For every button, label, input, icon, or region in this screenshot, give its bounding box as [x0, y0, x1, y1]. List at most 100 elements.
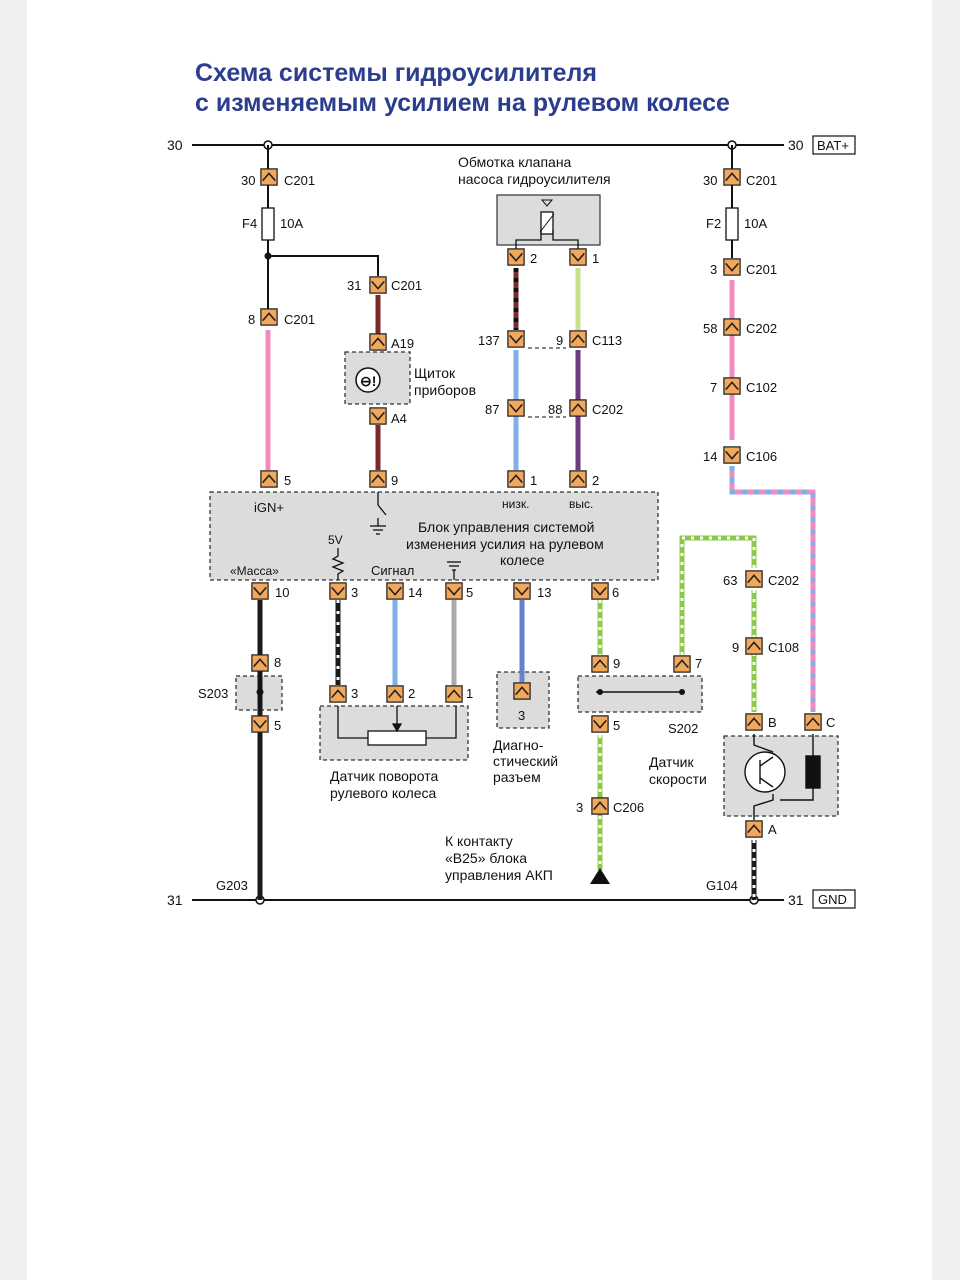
connector-id: A4 [391, 411, 407, 426]
ground-g104-label: G104 [706, 878, 738, 893]
connector-id: C201 [746, 262, 777, 277]
pin-label: 5 [466, 585, 473, 600]
pin-label: 30 [703, 173, 717, 188]
fuses [261, 207, 739, 241]
wire-pink-blue-dashed [729, 466, 816, 712]
connector-id: C201 [284, 173, 315, 188]
pin-label: 5 [274, 718, 281, 733]
pin-label: 10 [275, 585, 289, 600]
fuse-f4 [261, 207, 275, 241]
title-line-1: Схема системы гидроусилителя [195, 59, 597, 87]
rail-bottom-left-label: 31 [167, 892, 183, 908]
rail-top-right-label: 30 [788, 137, 804, 153]
pin-label: 137 [478, 333, 500, 348]
pin-label: 87 [485, 402, 499, 417]
speed-sensor-label-2: скорости [649, 771, 707, 787]
valve-coil-symbol [515, 199, 579, 256]
wires [256, 145, 816, 900]
pin-label: 1 [592, 251, 599, 266]
diag-label-3: разъем [493, 769, 541, 785]
pin-label: 9 [391, 473, 398, 488]
ecu-label-3: колесе [500, 552, 545, 568]
page-background [27, 0, 932, 1280]
diagram-title: Схема системы гидроусилителя с изменяемы… [195, 58, 730, 118]
connector-labels: 30 C201 31 C201 8 C201 A19 A4 5 9 1 2 2 … [241, 173, 835, 837]
pin-label: 3 [351, 585, 358, 600]
ground-arrow [590, 868, 610, 884]
connector-id: C201 [391, 278, 422, 293]
pin-label: 1 [466, 686, 473, 701]
speed-sensor-label-1: Датчик [649, 754, 694, 770]
pin-label: 2 [408, 686, 415, 701]
ecu-label-2: изменения усилия на рулевом [406, 536, 604, 552]
ecu-box [209, 491, 659, 581]
pin-label: 31 [347, 278, 361, 293]
pin-label: 7 [710, 380, 717, 395]
rail-bottom-right-label: 31 [788, 892, 804, 908]
wire-green-s202-7 [679, 535, 757, 655]
ecu-high-label: выс. [569, 497, 593, 511]
pin-label: 6 [612, 585, 619, 600]
gauge-warning-icon: ⊖! [355, 367, 381, 393]
pin-label: B [768, 715, 777, 730]
pin-label: 3 [351, 686, 358, 701]
splice-s202-label: S202 [668, 721, 698, 736]
pin-label: 7 [695, 656, 702, 671]
ground-g203-label: G203 [216, 878, 248, 893]
pin-label: 30 [241, 173, 255, 188]
pin-label: 3 [710, 262, 717, 277]
tcm-label-1: К контакту [445, 833, 513, 849]
pin-label: 5 [284, 473, 291, 488]
cluster-label-2: приборов [414, 382, 476, 398]
speed-sensor-symbol [744, 734, 821, 820]
valve-label-1: Обмотка клапана [458, 154, 572, 170]
bat-tag [812, 135, 856, 155]
pin-label: 14 [703, 449, 717, 464]
connector-id: C106 [746, 449, 777, 464]
connector-id: C202 [768, 573, 799, 588]
pin-label: 9 [556, 333, 563, 348]
pin-label: 14 [408, 585, 422, 600]
steering-sensor-label-1: Датчик поворота [330, 768, 438, 784]
component-labels: Обмотка клапана насоса гидроусилителя Щи… [198, 154, 707, 883]
potentiometer-symbol [337, 706, 457, 746]
pin-label: 9 [732, 640, 739, 655]
ecu-ign-label: iGN+ [254, 500, 284, 515]
connector-id: C206 [613, 800, 644, 815]
rail-top-left-label: 30 [167, 137, 183, 153]
pin-label: 63 [723, 573, 737, 588]
fuse-f2 [725, 207, 739, 241]
svg-text:⊖!: ⊖! [360, 373, 376, 389]
pin-label: 8 [274, 655, 281, 670]
pin-label: 9 [613, 656, 620, 671]
connector-id: C108 [768, 640, 799, 655]
connector-id: C201 [284, 312, 315, 327]
cluster-label-1: Щиток [414, 365, 456, 381]
pin-label: 2 [592, 473, 599, 488]
bat-tag-label: BAT+ [817, 138, 849, 153]
diag-label-2: стический [493, 753, 558, 769]
connector-id: A19 [391, 336, 414, 351]
pin-label: 1 [530, 473, 537, 488]
ecu-label-1: Блок управления системой [418, 519, 595, 535]
pin-label: 3 [576, 800, 583, 815]
pin-label: 5 [613, 718, 620, 733]
valve-coil-box [496, 194, 601, 246]
ecu-low-label: низк. [502, 497, 529, 511]
title-line-2: с изменяемым усилием на рулевом колесе [195, 89, 730, 117]
fuse-f2-name: F2 [706, 216, 721, 231]
valve-label-2: насоса гидроусилителя [458, 171, 611, 187]
steering-sensor-label-2: рулевого колеса [330, 785, 437, 801]
pin-label: 3 [518, 708, 525, 723]
gnd-tag [812, 889, 856, 909]
fuse-f2-rating: 10A [744, 216, 767, 231]
pin-label: C [826, 715, 835, 730]
pin-label: 8 [248, 312, 255, 327]
tcm-label-2: «В25» блока [445, 850, 527, 866]
power-rails [192, 135, 856, 909]
fuse-f4-rating: 10A [280, 216, 303, 231]
pin-label: 2 [530, 251, 537, 266]
pin-label: 88 [548, 402, 562, 417]
pin-label: 58 [703, 321, 717, 336]
